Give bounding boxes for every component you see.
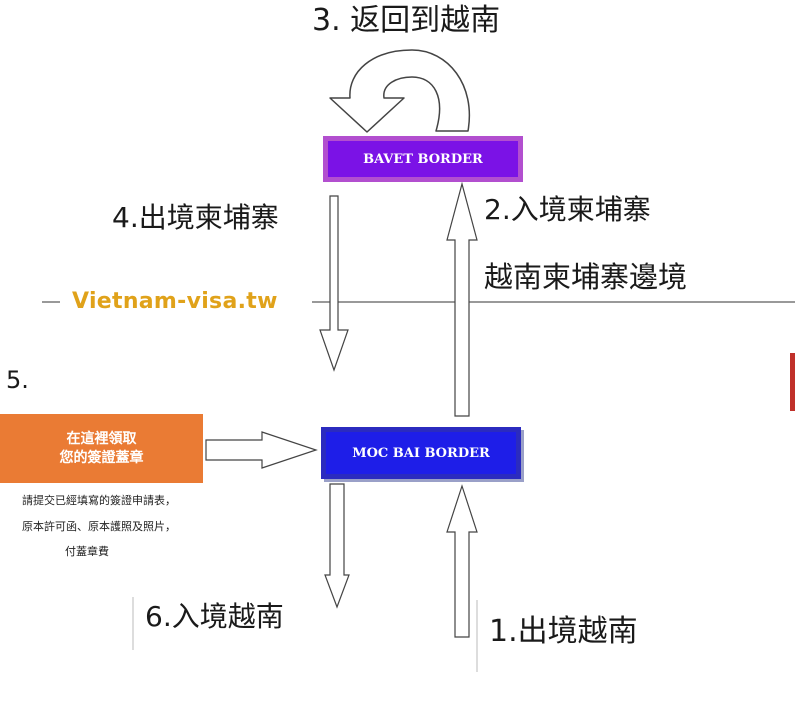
border-area-label: 越南柬埔寨邊境 — [484, 260, 688, 294]
pickup-line-1: 在這裡領取 — [66, 430, 137, 447]
step6-label: 6.入境越南 — [145, 600, 284, 633]
step4-label: 4.出境柬埔寨 — [112, 201, 279, 234]
moc-bai-border-box: MOC BAI BORDER — [321, 427, 521, 479]
step2-label: 2.入境柬埔寨 — [484, 193, 651, 226]
step5-label: 5. — [6, 366, 29, 394]
right-arrow-pickup — [205, 431, 318, 469]
brand-watermark: Vietnam-visa.tw — [72, 289, 278, 314]
pickup-note-3: 付蓋章費 — [65, 545, 109, 558]
up-arrow-enter-cambodia — [446, 181, 478, 417]
bavet-border-box: BAVET BORDER — [323, 136, 523, 182]
moc-bai-border-label: MOC BAI BORDER — [352, 445, 490, 461]
pickup-note-1: 請提交已經填寫的簽證申請表， — [22, 494, 176, 507]
visa-pickup-box: 在這裡領取 您的簽證蓋章 — [0, 414, 203, 483]
down-arrow-exit-cambodia — [319, 195, 349, 372]
step3-label: 3. 返回到越南 — [312, 3, 501, 38]
edge-mark — [790, 353, 795, 411]
pickup-line-2: 您的簽證蓋章 — [59, 449, 144, 466]
step1-label: 1.出境越南 — [489, 614, 638, 649]
pickup-note-2: 原本許可函、原本護照及照片， — [22, 520, 176, 533]
up-arrow-exit-vietnam — [446, 484, 478, 638]
bavet-border-label: BAVET BORDER — [363, 151, 483, 167]
return-loop-arrow — [329, 49, 471, 133]
down-arrow-enter-vietnam — [324, 483, 350, 609]
